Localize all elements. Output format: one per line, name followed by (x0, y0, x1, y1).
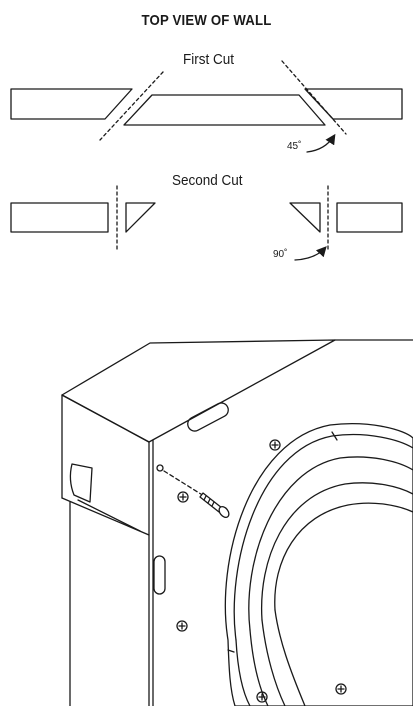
first-cut-angle-label: 45˚ (287, 141, 302, 152)
angle-arrow-90 (294, 246, 327, 261)
mounting-slot-top (187, 402, 229, 432)
first-cut-section (10, 60, 403, 153)
cut-out-piece (123, 94, 326, 126)
speaker-ring-3 (248, 456, 413, 631)
side-bracket (69, 463, 93, 503)
speaker-enclosure-illustration (61, 339, 413, 706)
enclosure-top-face (61, 339, 336, 443)
mounting-hole-icon (176, 620, 188, 632)
speaker-cone (274, 502, 413, 611)
cut-guide-line-left (99, 71, 164, 141)
screw-hole (156, 464, 164, 472)
mounting-hole-icon (269, 439, 281, 451)
second-cut-section (10, 185, 403, 261)
cut-out-triangle-right (289, 202, 321, 233)
speaker-outer-ring (224, 423, 413, 706)
cut-guide-line-right (281, 60, 347, 135)
mounting-slot-side (153, 555, 166, 595)
angle-arrow-45 (306, 133, 336, 153)
first-cut-label: First Cut (183, 51, 235, 68)
diagram-title: TOP VIEW OF WALL (141, 12, 272, 29)
speaker-ring-4 (260, 482, 413, 621)
screw-path-line (163, 470, 205, 497)
wall-right-piece-2 (336, 202, 403, 233)
screw-icon (199, 492, 230, 518)
second-cut-label: Second Cut (172, 172, 243, 189)
speaker-ring-2 (233, 433, 413, 641)
wall-left-piece (10, 88, 133, 120)
mounting-hole-icon (335, 683, 347, 695)
second-cut-angle-label: 90˚ (273, 249, 288, 260)
cut-out-triangle-left (125, 202, 156, 233)
wall-left-piece-2 (10, 202, 109, 233)
mounting-hole-icon (177, 491, 189, 503)
